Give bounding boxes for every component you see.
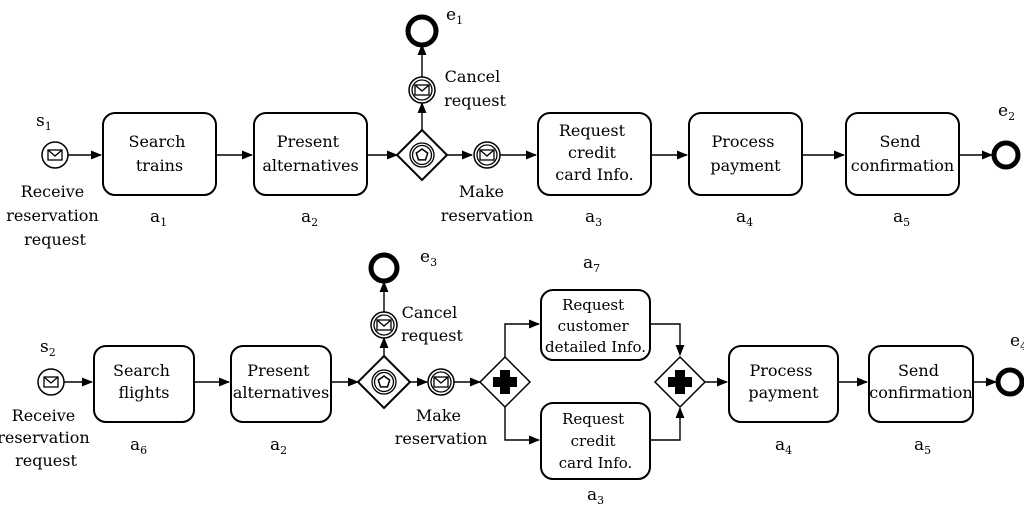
- upper-start-event: [41, 141, 69, 169]
- upper-make-event: [473, 141, 501, 169]
- upper-task-present-symbol: a2: [301, 207, 318, 229]
- lower-cancel-end-symbol: e3: [420, 247, 437, 269]
- upper-task-present-label: Present alternatives: [262, 132, 358, 175]
- lower-task-credit: [540, 402, 651, 480]
- upper-make-label: Make reservation: [441, 182, 534, 225]
- lower-task-customer-label: Request customer detailed Info.: [545, 296, 646, 356]
- upper-end-symbol: e2: [998, 101, 1015, 123]
- upper-task-credit-symbol: a3: [585, 207, 602, 229]
- upper-cancel-end-symbol: e1: [446, 5, 463, 27]
- upper-task-credit: [537, 112, 652, 196]
- upper-start-symbol: s1: [36, 111, 52, 133]
- upper-task-send-symbol: a5: [893, 207, 910, 229]
- lower-flow-split-down: [504, 407, 541, 445]
- upper-cancel-label: Cancel request: [444, 67, 506, 110]
- lower-task-send-label: Send confirmation: [869, 361, 972, 402]
- lower-task-process-symbol: a4: [775, 435, 792, 457]
- lower-process: s2 Receive reservation request Search fl…: [0, 247, 1024, 507]
- lower-task-search-symbol: a6: [130, 435, 147, 457]
- lower-end-symbol: e4: [1010, 331, 1024, 353]
- lower-make-event: [427, 368, 455, 396]
- upper-event-gateway: [395, 128, 449, 182]
- lower-task-send-symbol: a5: [914, 435, 931, 457]
- lower-task-present-symbol: a2: [270, 435, 287, 457]
- upper-task-credit-label: Request credit card Info.: [555, 121, 633, 184]
- upper-task-send-label: Send confirmation: [851, 132, 954, 175]
- upper-task-present: [253, 112, 368, 196]
- upper-cancel-event: [408, 76, 436, 104]
- lower-task-customer: [540, 289, 651, 361]
- lower-start-symbol: s2: [40, 337, 56, 359]
- upper-task-search-symbol: a1: [150, 207, 167, 229]
- lower-task-present-label: Present alternatives: [233, 361, 329, 402]
- plus-icon: [668, 370, 692, 394]
- upper-task-process-label: Process payment: [710, 132, 781, 175]
- plus-icon: [493, 370, 517, 394]
- lower-cancel-end-event: [368, 252, 400, 284]
- upper-start-label: Receive reservation request: [6, 182, 104, 249]
- lower-end-event: [995, 367, 1024, 397]
- lower-task-search-label: Search flights: [113, 361, 175, 402]
- lower-task-process-label: Process payment: [748, 361, 819, 402]
- upper-task-process-symbol: a4: [736, 207, 753, 229]
- lower-start-event: [37, 368, 65, 396]
- lower-parallel-split-gateway: [478, 355, 532, 409]
- lower-task-send: [868, 345, 974, 423]
- lower-flow-join-up: [650, 323, 685, 357]
- lower-task-search: [93, 345, 195, 423]
- lower-flow-join-down: [650, 406, 685, 441]
- lower-cancel-event: [370, 311, 398, 339]
- lower-cancel-label: Cancel request: [401, 303, 463, 345]
- upper-task-process: [688, 112, 803, 196]
- upper-cancel-end-event: [405, 14, 439, 48]
- lower-task-credit-symbol: a3: [587, 485, 604, 507]
- lower-task-credit-label: Request credit card Info.: [559, 410, 633, 472]
- lower-task-present: [230, 345, 332, 423]
- upper-end-event: [991, 140, 1021, 170]
- lower-parallel-join-gateway: [653, 355, 707, 409]
- upper-task-send: [845, 112, 960, 196]
- upper-task-search-label: Search trains: [129, 132, 191, 175]
- lower-task-customer-symbol: a7: [583, 253, 600, 275]
- upper-task-search: [102, 112, 217, 196]
- lower-event-gateway: [356, 354, 412, 410]
- lower-task-process: [728, 345, 839, 423]
- lower-make-label: Make reservation: [395, 406, 488, 448]
- lower-start-label: Receive reservation request: [0, 406, 95, 470]
- lower-flow-split-up: [504, 319, 541, 357]
- upper-process: s1 Receive reservation request Search tr…: [6, 5, 1021, 249]
